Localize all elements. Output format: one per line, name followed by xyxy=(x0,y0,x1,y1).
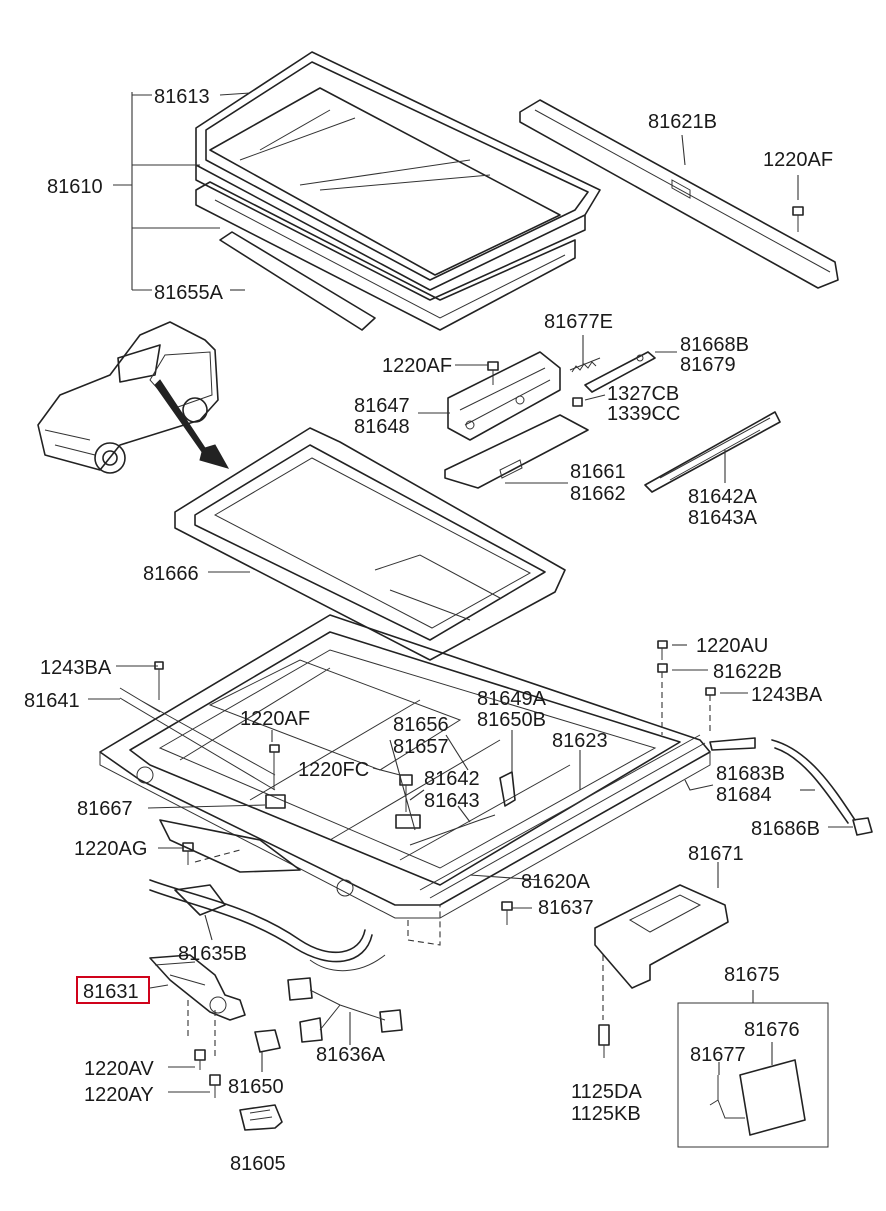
label-81675: 81675 xyxy=(724,964,780,986)
leader-lines xyxy=(88,92,853,1093)
label-81662: 81662 xyxy=(570,483,626,505)
part-81667-bracket xyxy=(159,819,301,873)
label-1220AF-frame: 1220AF xyxy=(240,708,310,730)
label-1125DA: 1125DA xyxy=(571,1081,642,1103)
label-1220AU: 1220AU xyxy=(696,635,768,657)
part-81675-kit-box xyxy=(677,993,829,1148)
part-81677E-spring xyxy=(569,357,601,373)
part-81631-motor xyxy=(149,954,246,1060)
part-81605-connector xyxy=(239,1104,283,1131)
label-1339CC: 1339CC xyxy=(607,403,680,425)
label-81622B: 81622B xyxy=(713,661,782,683)
label-81686B: 81686B xyxy=(751,818,820,840)
part-81671-bracket xyxy=(594,884,729,1020)
label-81679: 81679 xyxy=(680,354,736,376)
part-81686B-clamp xyxy=(852,817,873,836)
label-81656: 81656 xyxy=(393,714,449,736)
label-81631: 81631 xyxy=(83,981,139,1003)
bolt-1220AF-frame xyxy=(265,744,286,809)
bolt-81637 xyxy=(501,901,513,925)
bolt-1220AU xyxy=(657,640,668,735)
label-81667: 81667 xyxy=(77,798,133,820)
label-81635B: 81635B xyxy=(178,943,247,965)
label-81657: 81657 xyxy=(393,736,449,758)
bolt-1125DA xyxy=(598,1024,610,1058)
label-81613: 81613 xyxy=(154,86,210,108)
bolt-1220AG xyxy=(182,842,241,865)
label-81647: 81647 xyxy=(354,395,410,417)
label-81668B: 81668B xyxy=(680,334,749,356)
label-81642A: 81642A xyxy=(688,486,758,508)
glass-seal-assembly xyxy=(195,51,601,331)
label-81649A: 81649A xyxy=(477,688,547,710)
part-81642A-guide xyxy=(644,411,781,493)
bolt-1243BA-left xyxy=(154,661,164,700)
part-81642-cable xyxy=(409,814,496,846)
car-illustration xyxy=(37,321,230,474)
label-1220AF-top: 1220AF xyxy=(763,149,833,171)
label-81650: 81650 xyxy=(228,1076,284,1098)
part-81683B-drain-hose xyxy=(709,737,856,824)
part-81623-rail xyxy=(419,734,706,899)
guide-line xyxy=(407,905,441,946)
label-81621B: 81621B xyxy=(648,111,717,133)
label-81620A: 81620A xyxy=(521,871,591,893)
label-1220AV: 1220AV xyxy=(84,1058,154,1080)
part-81621B-rail xyxy=(519,99,839,289)
bolt-1220AF-top xyxy=(792,206,804,232)
label-81677E: 81677E xyxy=(544,311,613,333)
label-1220AY: 1220AY xyxy=(84,1084,154,1106)
bolt-1220AY xyxy=(209,1074,221,1098)
label-81623: 81623 xyxy=(552,730,608,752)
bolt-1243BA-right xyxy=(705,687,716,735)
label-1125KB: 1125KB xyxy=(571,1103,641,1125)
label-1220FC: 1220FC xyxy=(298,759,369,781)
label-81643: 81643 xyxy=(424,790,480,812)
bolt-1220AV xyxy=(194,1049,206,1070)
label-81676: 81676 xyxy=(744,1019,800,1041)
label-1220AF-mid: 1220AF xyxy=(382,355,452,377)
part-81649A-clip xyxy=(499,771,516,807)
label-81661: 81661 xyxy=(570,461,626,483)
label-81637: 81637 xyxy=(538,897,594,919)
label-81671: 81671 xyxy=(688,843,744,865)
label-81648: 81648 xyxy=(354,416,410,438)
bolt-1220FC xyxy=(395,774,421,829)
part-81668B-link xyxy=(584,351,656,393)
label-1243BA-left: 1243BA xyxy=(40,657,112,679)
part-81620A-main-frame xyxy=(99,614,711,919)
part-81636A-harness xyxy=(287,977,403,1043)
label-81641: 81641 xyxy=(24,690,80,712)
label-81666: 81666 xyxy=(143,563,199,585)
label-81605: 81605 xyxy=(230,1153,286,1175)
label-81642: 81642 xyxy=(424,768,480,790)
part-labels: 81613 81610 81655A 81621B 1220AF 81677E … xyxy=(24,86,833,1175)
part-81635B-cable xyxy=(149,879,386,972)
label-81684: 81684 xyxy=(716,784,772,806)
label-1243BA-right: 1243BA xyxy=(751,684,823,706)
label-81643A: 81643A xyxy=(688,507,758,529)
part-81647-bracket xyxy=(447,351,561,441)
part-1327CB-nut xyxy=(572,397,583,407)
part-81661-plate xyxy=(444,414,589,489)
label-81610: 81610 xyxy=(47,176,103,198)
part-81650-relay xyxy=(254,1029,281,1053)
label-81650B: 81650B xyxy=(477,709,546,731)
bolt-1220AF-mid xyxy=(487,361,499,385)
label-81636A: 81636A xyxy=(316,1044,386,1066)
highlight-box-81631 xyxy=(76,976,150,1004)
part-81666-frame xyxy=(174,427,566,661)
label-81655A: 81655A xyxy=(154,282,224,304)
label-81677: 81677 xyxy=(690,1044,746,1066)
label-81683B: 81683B xyxy=(716,763,785,785)
label-1327CB: 1327CB xyxy=(607,383,679,405)
label-1220AG: 1220AG xyxy=(74,838,147,860)
